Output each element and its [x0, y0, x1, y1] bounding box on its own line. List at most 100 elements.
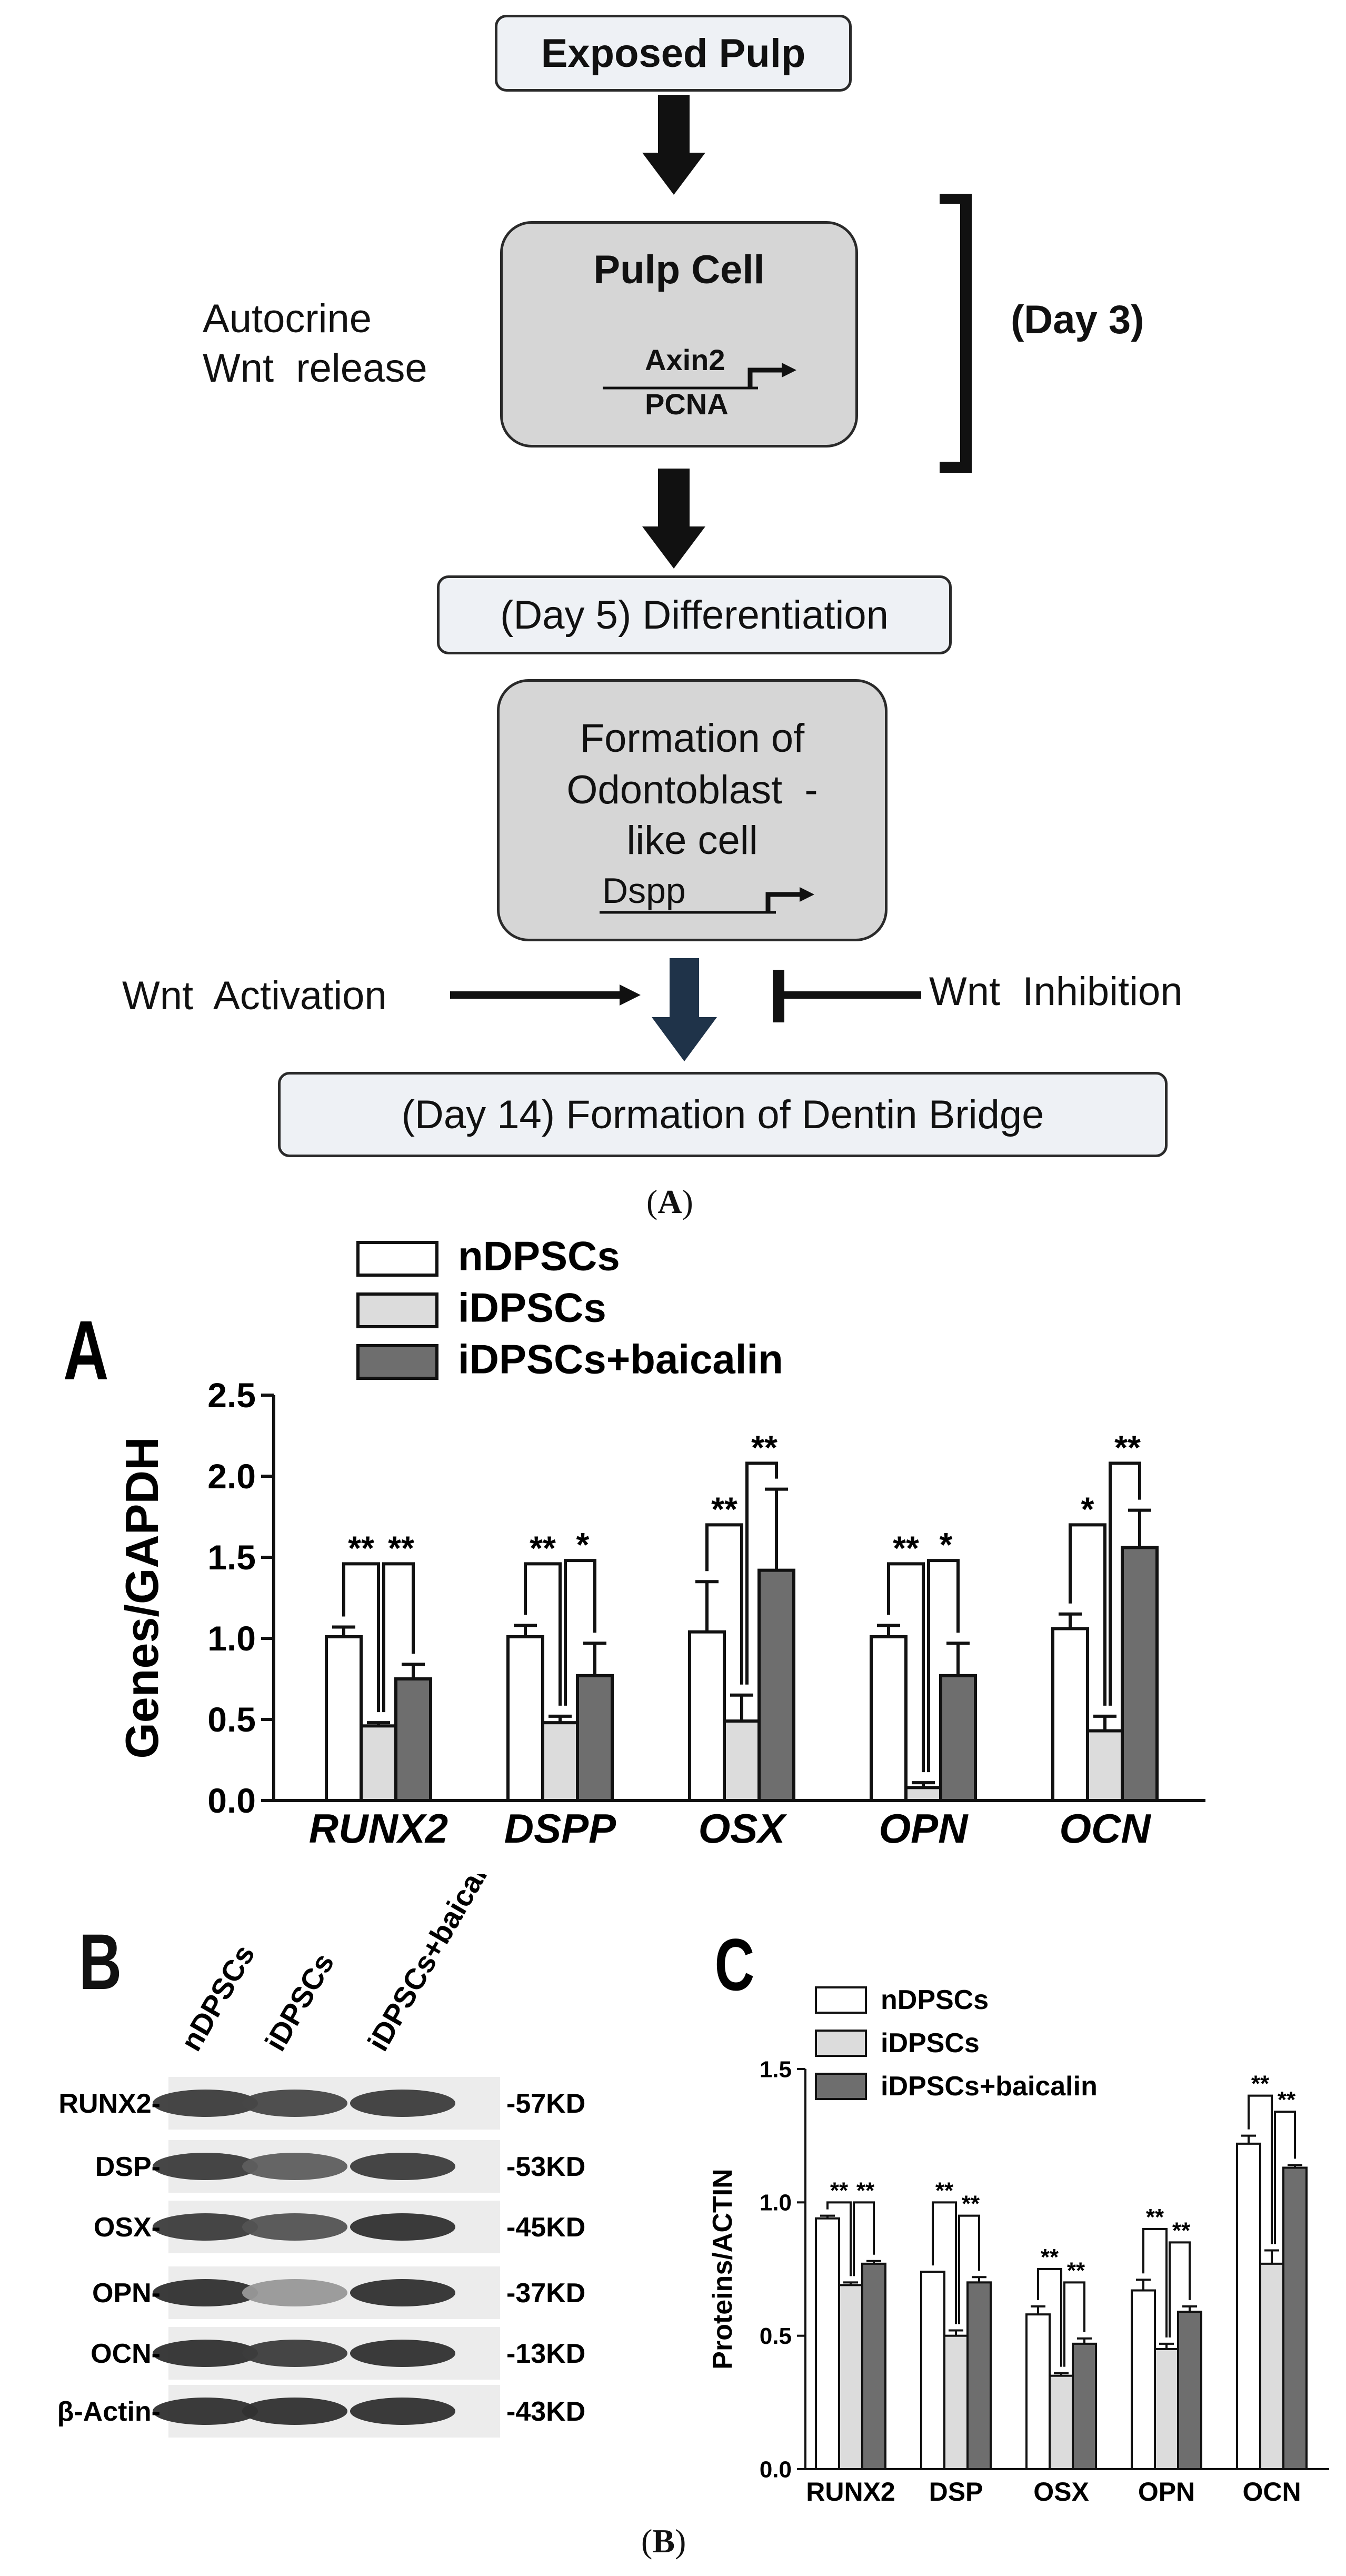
- bracket-left-OSX: [1037, 2268, 1062, 2367]
- bracket-left-RUNX2: [342, 1562, 380, 1713]
- bar-OCN-2: [1121, 1546, 1159, 1803]
- y-tick-label-3: 1.5: [760, 2056, 792, 2082]
- formation-line3: like cell: [626, 818, 758, 863]
- bar-RUNX2-1: [838, 2284, 863, 2471]
- lane-label-2: iDPSCs+baicalin: [361, 1874, 506, 2056]
- activation-arrow: [450, 984, 641, 1006]
- sig-left-OCN: **: [1251, 2071, 1270, 2097]
- bar-RUNX2-0: [815, 2217, 840, 2470]
- band-3-1: [242, 2279, 347, 2306]
- bracket-right-RUNX2: [853, 2201, 875, 2276]
- blot-size-label-2: -45KD: [506, 2212, 585, 2243]
- legend-label-1: iDPSCs: [458, 1285, 606, 1331]
- bar-OSX-0: [1025, 2313, 1051, 2471]
- sig-right-RUNX2: **: [856, 2177, 875, 2203]
- sig-left-RUNX2: **: [830, 2177, 849, 2203]
- day14-box: (Day 14) Formation of Dentin Bridge: [278, 1072, 1168, 1157]
- day3-label: (Day 3): [1011, 297, 1144, 342]
- arrow-down-1: [642, 95, 705, 195]
- odontoblast-box: Formation of Odontoblast - like cell Dsp…: [497, 679, 888, 941]
- band-1-1: [242, 2153, 347, 2180]
- caption-b-letter: B: [652, 2522, 675, 2560]
- blot-size-label-1: -53KD: [506, 2152, 585, 2182]
- bar-OSX-2: [757, 1568, 795, 1802]
- lane-label-0: nDPSCs: [174, 1939, 261, 2056]
- band-4-2: [350, 2340, 455, 2367]
- blot-row-label-3: OPN-: [92, 2278, 161, 2309]
- bar-OPN-1: [1154, 2348, 1179, 2470]
- bar-OSX-1: [723, 1719, 761, 1803]
- blot-size-label-5: -43KD: [506, 2396, 585, 2427]
- bar-OCN-2: [1282, 2166, 1308, 2470]
- band-4-0: [153, 2340, 258, 2367]
- sig-right-DSP: **: [962, 2191, 980, 2217]
- bracket-right-OPN: [1169, 2241, 1191, 2338]
- bracket-left-OSX: [705, 1523, 743, 1685]
- y-tick-label-1: 0.5: [207, 1700, 256, 1739]
- sig-left-OPN: **: [1146, 2204, 1164, 2230]
- blot-row-label-0: RUNX2-: [58, 2088, 161, 2119]
- panel-b-letter: B: [79, 1917, 122, 2006]
- bar-OPN-2: [1177, 2311, 1202, 2470]
- band-2-0: [153, 2213, 258, 2241]
- legend-swatch-1: [356, 1292, 438, 1328]
- bar-DSPP-2: [576, 1674, 614, 1803]
- bar-RUNX2-2: [861, 2262, 886, 2470]
- formation-line1: Formation of: [580, 716, 805, 761]
- band-5-1: [242, 2398, 347, 2425]
- legend-label-2: iDPSCs+baicalin: [458, 1336, 783, 1383]
- bracket-right-OCN: [1274, 2111, 1296, 2244]
- bracket-right-OCN: [1109, 1461, 1141, 1706]
- band-3-0: [153, 2279, 258, 2306]
- sig-right-OPN: *: [940, 1526, 953, 1564]
- bracket-left-OPN: [1142, 2228, 1168, 2338]
- blot-row-label-5: β-Actin-: [57, 2396, 161, 2427]
- bracket-left-OPN: [887, 1562, 925, 1773]
- band-0-0: [153, 2090, 258, 2117]
- inhibition-symbol: [773, 970, 921, 1022]
- bar-OPN-1: [904, 1786, 942, 1802]
- autocrine-label-line1: Autocrine: [203, 296, 372, 341]
- sig-right-DSPP: *: [576, 1526, 590, 1564]
- blot-row-label-1: DSP-: [95, 2152, 161, 2182]
- autocrine-label-line2: Wnt release: [203, 346, 427, 391]
- sig-left-OPN: **: [893, 1529, 919, 1567]
- sig-right-RUNX2: **: [388, 1529, 414, 1567]
- caption-a-letter: A: [657, 1183, 682, 1220]
- exposed-pulp-label: Exposed Pulp: [541, 31, 806, 76]
- bar-OCN-1: [1259, 2262, 1284, 2470]
- pulp-cell-title: Pulp Cell: [593, 247, 765, 292]
- bar-RUNX2-0: [325, 1635, 363, 1802]
- bar-OSX-1: [1049, 2374, 1074, 2471]
- exposed-pulp-box: Exposed Pulp: [495, 15, 852, 92]
- band-3-2: [350, 2279, 455, 2306]
- sig-left-RUNX2: **: [348, 1529, 374, 1567]
- sig-left-OSX: **: [1041, 2244, 1059, 2270]
- y-tick-label-1: 0.5: [760, 2323, 792, 2349]
- band-1-2: [350, 2153, 455, 2180]
- legend-label-2: iDPSCs+baicalin: [881, 2071, 1098, 2102]
- y-tick-label-2: 1.0: [207, 1619, 256, 1658]
- gene-expression-chart: nDPSCsiDPSCsiDPSCs+baicalinA0.00.51.01.5…: [63, 1233, 1205, 1852]
- sig-right-OPN: **: [1172, 2217, 1191, 2243]
- sig-left-OCN: *: [1081, 1490, 1094, 1528]
- y-axis-label: Genes/GAPDH: [116, 1437, 168, 1758]
- band-0-2: [350, 2090, 455, 2117]
- day5-label: (Day 5) Differentiation: [500, 592, 889, 638]
- wnt-activation-label: Wnt Activation: [122, 973, 387, 1018]
- legend-swatch-0: [356, 1241, 438, 1277]
- category-label-DSP: DSP: [929, 2477, 983, 2507]
- bar-OPN-2: [939, 1674, 977, 1803]
- caption-a: (A): [646, 1183, 693, 1220]
- band-2-1: [242, 2213, 347, 2241]
- bar-DSPP-0: [506, 1635, 544, 1802]
- day14-label: (Day 14) Formation of Dentin Bridge: [401, 1092, 1044, 1137]
- legend-swatch-0: [815, 1986, 867, 2014]
- sig-left-DSP: **: [935, 2177, 954, 2203]
- pulp-cell-box: Pulp Cell Axin2 PCNA: [500, 221, 858, 447]
- bracket-left-DSP: [932, 2201, 957, 2324]
- legend-swatch-2: [815, 2073, 867, 2100]
- y-tick-label-4: 2.0: [207, 1457, 256, 1496]
- bracket-right-OSX: [745, 1461, 778, 1685]
- y-tick-label-2: 1.0: [760, 2190, 792, 2216]
